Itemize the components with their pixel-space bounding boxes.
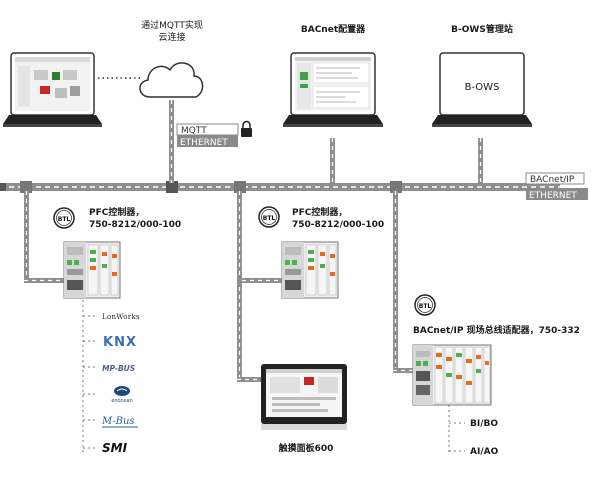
btl-text-3: BTL bbox=[419, 303, 432, 310]
laptop-bacnet-config bbox=[283, 52, 383, 127]
protocol-lonworks: LonWorks bbox=[102, 313, 140, 321]
ethernet-label-left: ETHERNET bbox=[180, 138, 228, 148]
btl-text-2: BTL bbox=[263, 215, 276, 222]
io-label-bi-bo: BI/BO bbox=[470, 419, 498, 429]
btl-text-1: BTL bbox=[58, 216, 71, 223]
btl-badge-3: BTL bbox=[414, 294, 436, 316]
bacnet-ip-label: BACnet/IP bbox=[530, 175, 575, 185]
bows-label: B-OWS管理站 bbox=[451, 23, 513, 35]
protocol-knx: KNX bbox=[103, 335, 137, 350]
lock-icon bbox=[241, 120, 252, 137]
network-bus bbox=[0, 181, 560, 193]
protocol-mpbus: MP-BUS bbox=[102, 364, 135, 373]
protocol-mbus: M-Bus bbox=[101, 416, 135, 427]
bacnet-ip-tag: BACnet/IP ETHERNET bbox=[525, 172, 588, 201]
pfc-controller-1 bbox=[63, 241, 121, 299]
pfc-controller-2 bbox=[281, 241, 339, 299]
btl-badge-1: BTL bbox=[53, 207, 75, 229]
bacnet-coupler-label: BACnet/IP 现场总线适配器，750-332 bbox=[413, 324, 580, 336]
bows-screen-text: B-OWS bbox=[465, 82, 500, 93]
touch-panel-600 bbox=[261, 364, 347, 430]
pfc1-label-line2: 750-8212/000-100 bbox=[89, 220, 181, 230]
cloud-label-line1: 通过MQTT实现 bbox=[141, 19, 203, 31]
bacnet-config-label: BACnet配置器 bbox=[301, 24, 366, 35]
pfc1-label-line1: PFC控制器， bbox=[89, 206, 144, 218]
io-label-ai-ao: AI/AO bbox=[470, 447, 499, 457]
enocean-logo bbox=[114, 386, 130, 396]
btl-badge-2: BTL bbox=[258, 206, 280, 228]
mqtt-label: MQTT bbox=[181, 126, 207, 136]
protocol-enocean: enocean bbox=[111, 398, 132, 404]
pfc2-label-line2: 750-8212/000-100 bbox=[292, 220, 384, 230]
ethernet-label-right: ETHERNET bbox=[529, 191, 577, 201]
laptop-left bbox=[3, 52, 102, 127]
mqtt-ethernet-tag: MQTT ETHERNET bbox=[176, 123, 239, 148]
cloud-label-line2: 云连接 bbox=[158, 31, 185, 43]
touch-panel-label: 触摸面板600 bbox=[278, 442, 334, 454]
pfc2-label-line1: PFC控制器， bbox=[292, 206, 347, 218]
protocol-list: LonWorks KNX MP-BUS enocean M-Bus SMI bbox=[83, 313, 140, 455]
network-drops bbox=[24, 100, 483, 455]
cloud-icon bbox=[139, 62, 204, 98]
protocol-smi: SMI bbox=[102, 441, 128, 455]
laptop-bows bbox=[432, 52, 532, 127]
bacnet-fieldbus-coupler bbox=[412, 344, 492, 406]
